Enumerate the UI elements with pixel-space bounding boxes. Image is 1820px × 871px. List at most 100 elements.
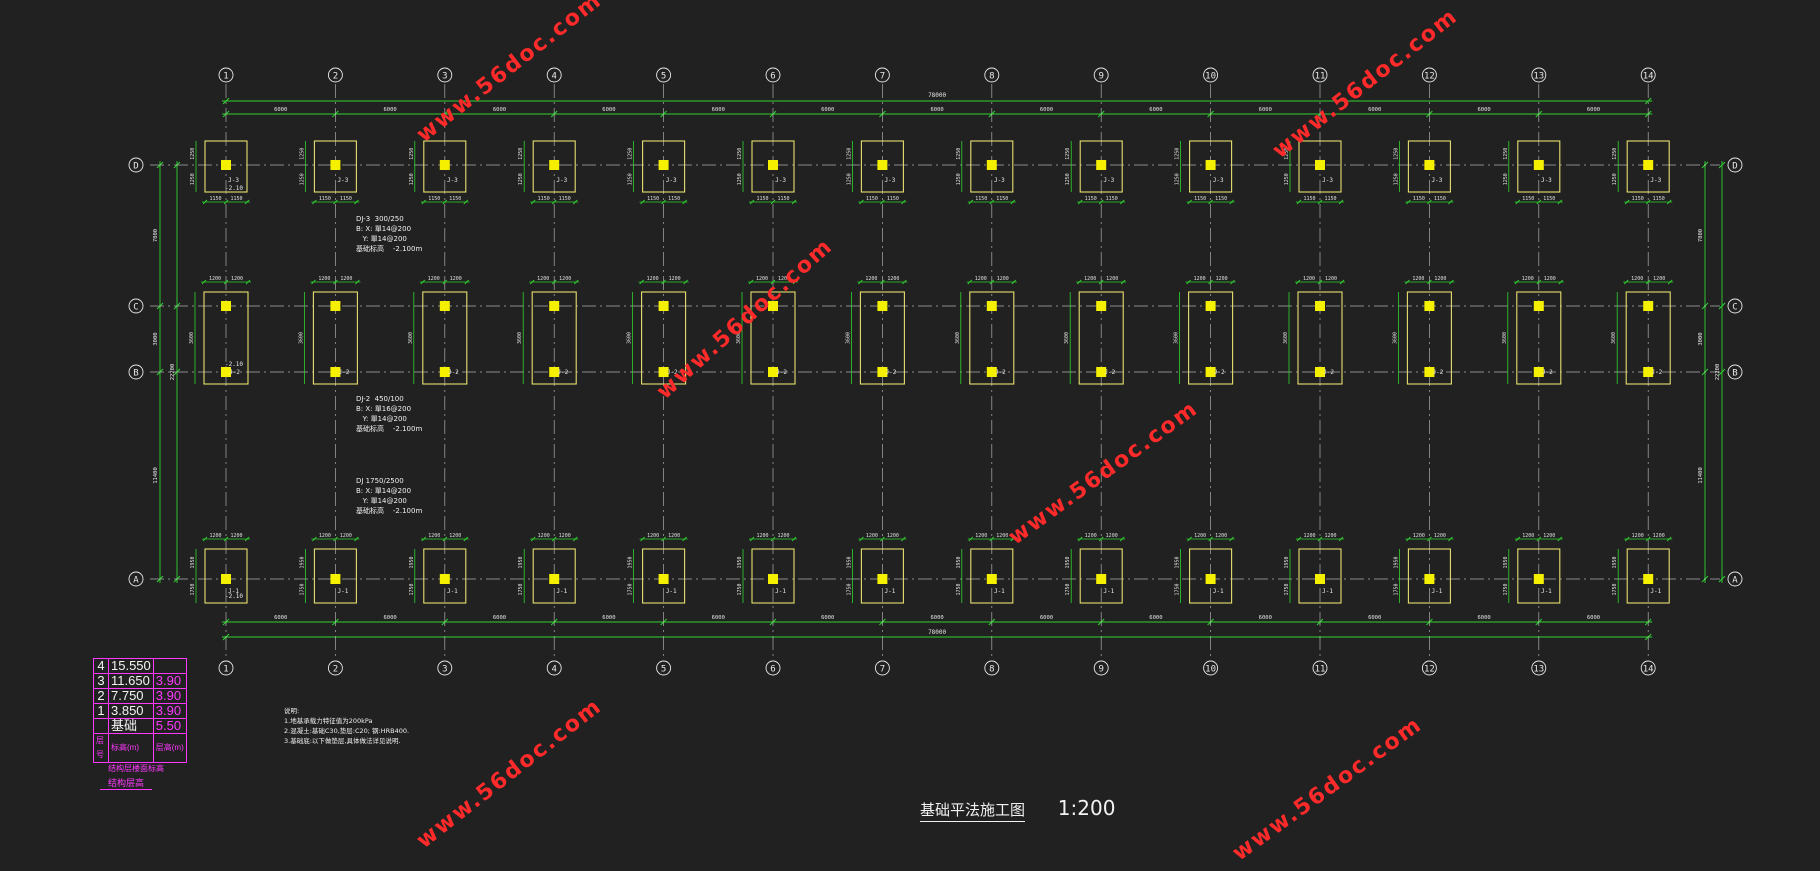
footing-j3-ddim-text: 1250 xyxy=(190,173,196,185)
axis-bubble-top-circle xyxy=(656,67,672,83)
axis-bubble-bottom-label: 11 xyxy=(1315,665,1326,675)
table-caption-2: 结构层高 xyxy=(100,776,153,790)
axis-bubble-bottom-circle xyxy=(1421,660,1437,676)
footing-j3-label: J-3 xyxy=(666,177,677,184)
footing-j1-outline xyxy=(204,548,248,604)
footing-j1-label: J-1 xyxy=(666,588,677,595)
footing-j3-column xyxy=(1315,160,1325,170)
footing-j1-ddim-text: 1950 xyxy=(737,556,743,568)
axis-bubble-top-label: 8 xyxy=(989,72,994,82)
footing-j3-column xyxy=(221,160,231,170)
footing-j1-tick xyxy=(354,536,359,542)
dim-span-bottom-text: 6000 xyxy=(1477,615,1490,621)
footing-j1-label: J-1 xyxy=(775,588,786,595)
footing-j3-wdim-text: 1150 xyxy=(996,196,1008,202)
footing-j2-wdim-text: 1200 xyxy=(1631,276,1643,282)
dim-span-top-text: 6000 xyxy=(493,107,506,113)
footing-j3-tick xyxy=(1427,199,1432,205)
footing-j2-outline xyxy=(1406,291,1452,385)
dim-span-top-text: 6000 xyxy=(1149,107,1162,113)
footing-j2-wdim-text: 1200 xyxy=(1653,276,1665,282)
footing-j3-label: J-3 xyxy=(556,177,567,184)
footing-j2-tick xyxy=(223,279,229,285)
footing-j3-outline xyxy=(860,140,904,193)
floor-header-row: 层号标高(m)层高(m) xyxy=(93,733,187,763)
footing-j3-tick xyxy=(1624,199,1630,205)
footing-j1-wdim-text: 1200 xyxy=(1434,533,1446,539)
footing-j1-wdim-text: 1200 xyxy=(559,533,571,539)
footing-j3-tick xyxy=(989,199,995,205)
footing-j2-wdim-text: 1200 xyxy=(1325,276,1337,282)
footing-j3-ddim-text: 1250 xyxy=(737,148,743,160)
footing-j1-ddim-text: 1750 xyxy=(1503,583,1509,595)
floor-cell xyxy=(93,718,109,734)
dim-span-top-text: 6000 xyxy=(602,107,615,113)
footing-j2-wdim-text: 1200 xyxy=(340,276,352,282)
footing-j2-column xyxy=(549,301,560,311)
footing-j2-tick xyxy=(1295,279,1301,285)
footing-j3-tick xyxy=(749,199,755,205)
footing-j3-tick xyxy=(640,199,645,205)
footing-j1-wdim-text: 1200 xyxy=(340,533,352,539)
footing-j3-wdim-text: 1150 xyxy=(975,196,987,202)
footing-j3-label: J-3 xyxy=(1322,177,1333,184)
footing-j1-ddim-text: 1750 xyxy=(409,583,415,595)
footing-j3-outline xyxy=(532,140,576,193)
footing-j2-tick xyxy=(1667,279,1673,285)
axis-bubble-left-label: D xyxy=(133,162,138,172)
footing-j1-column xyxy=(658,574,669,584)
footing-j3-ddim-text: 1250 xyxy=(1175,173,1181,185)
footing-j1-wdim-text: 1200 xyxy=(1413,533,1425,539)
footing-j3-tick xyxy=(1187,199,1192,205)
axis-bubble-bottom-circle xyxy=(437,660,453,676)
footing-j3-ddim-text: 1250 xyxy=(518,173,524,185)
dim-tick xyxy=(1718,368,1726,376)
footing-j2-tick xyxy=(1120,279,1126,285)
footing-j2-column xyxy=(877,301,888,311)
floor-cell: 4 xyxy=(93,658,109,674)
footing-j1-tick xyxy=(968,536,974,542)
footing-j3-ddim-text: 1250 xyxy=(956,173,962,185)
footing-j2-tick xyxy=(1186,279,1191,285)
footing-j1-ddim-text: 1950 xyxy=(1065,556,1071,568)
axis-bubble-right-circle xyxy=(1727,364,1743,380)
footing-j1-column xyxy=(768,574,778,584)
footing-j2-outline xyxy=(1625,291,1671,385)
footing-j3-ddim-text: 1250 xyxy=(299,148,305,160)
footing-j2-label: J-2 xyxy=(1651,369,1662,376)
footing-j3-tick xyxy=(1077,199,1083,205)
footing-j1-label: J-1 xyxy=(1650,588,1661,595)
footing-j1-wdim-text: 1200 xyxy=(319,533,331,539)
footing-j2-column xyxy=(658,301,669,311)
footing-j1-label: J-1 xyxy=(556,588,567,595)
axis-bubble-top-circle xyxy=(1312,67,1328,83)
footing-j3-outline xyxy=(1079,140,1123,193)
axis-bubble-top-label: 3 xyxy=(442,72,447,82)
axis-bubble-right-circle xyxy=(1727,571,1743,587)
footing-j3-tick xyxy=(1317,199,1323,205)
dim-tick xyxy=(1644,97,1652,105)
footing-j1-outline xyxy=(1189,548,1233,604)
footing-j2-ddim-text: 3600 xyxy=(1064,332,1070,344)
axis-bubble-left-label: A xyxy=(133,576,139,586)
axis-bubble-left-label: C xyxy=(133,303,138,313)
footing-j2-label: J-2 xyxy=(448,369,459,376)
floor-cell xyxy=(152,658,187,674)
footing-j3-label: J-3 xyxy=(1432,177,1443,184)
footing-j2-outline xyxy=(203,291,249,385)
axis-bubble-top-circle xyxy=(327,67,343,83)
footing-j3-tick xyxy=(901,199,906,205)
footing-j2-wdim-text: 1200 xyxy=(1412,276,1424,282)
footing-j3-label: J-3 xyxy=(1541,177,1552,184)
axis-bubble-bottom-label: 14 xyxy=(1643,665,1654,675)
footing-j2-tick xyxy=(661,279,666,285)
footing-j2-outline xyxy=(859,291,905,385)
axis-bubble-top-label: 11 xyxy=(1315,72,1326,82)
footing-j1-wdim-text: 1200 xyxy=(1194,533,1206,539)
axis-bubble-right-label: B xyxy=(1732,369,1737,379)
footing-j1-tick xyxy=(1557,536,1563,542)
footing-j1-tick xyxy=(1515,536,1521,542)
axis-bubble-bottom-circle xyxy=(1312,660,1328,676)
footing-j2-tick xyxy=(355,279,360,285)
footing-j3-wdim-text: 1150 xyxy=(1324,196,1336,202)
